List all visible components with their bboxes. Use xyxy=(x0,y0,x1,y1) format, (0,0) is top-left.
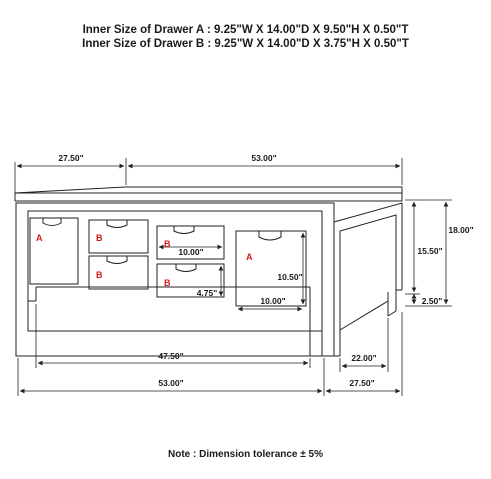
dimension-lines xyxy=(14,158,452,396)
dim-bottom-depth: 27.50" xyxy=(349,378,374,388)
drawer-b-3 xyxy=(156,225,225,260)
table-drawing xyxy=(14,186,403,357)
side-panel xyxy=(333,202,403,290)
tolerance-note: Note : Dimension tolerance ± 5% xyxy=(168,449,323,460)
label-drawer-b-1: B xyxy=(96,233,103,243)
drawer-b-size-text: Inner Size of Drawer B : 9.25"W X 14.00"… xyxy=(82,38,409,50)
dim-drawer-b-height: 4.75" xyxy=(197,288,218,298)
label-drawer-b-3: B xyxy=(164,239,171,249)
drawer-b-1 xyxy=(88,219,149,254)
table-top xyxy=(14,186,403,201)
dim-leg-height: 2.50" xyxy=(422,296,443,306)
drawer-a-size-text: Inner Size of Drawer A : 9.25"W X 14.00"… xyxy=(82,24,409,36)
dim-top-left: 27.50" xyxy=(58,153,83,163)
front-face xyxy=(15,202,335,357)
dim-drawer-a-width: 10.00" xyxy=(260,296,285,306)
dim-bottom-length: 53.00" xyxy=(158,378,183,388)
label-drawer-b-2: B xyxy=(96,270,103,280)
drawer-a-right xyxy=(235,230,307,307)
label-drawer-a-right: A xyxy=(246,252,253,262)
dim-overall-height: 18.00" xyxy=(448,225,473,235)
dim-drawer-a-height: 10.50" xyxy=(277,272,302,282)
dim-body-height: 15.50" xyxy=(417,246,442,256)
dim-inner-length: 47.50" xyxy=(158,351,183,361)
drawer-a-left xyxy=(29,217,79,285)
drawer-b-2 xyxy=(88,255,149,290)
dim-top-main: 53.00" xyxy=(251,153,276,163)
label-drawer-b-4: B xyxy=(164,278,171,288)
drawer-b-4 xyxy=(156,263,225,298)
dim-side-inner: 22.00" xyxy=(351,353,376,363)
dim-drawer-b-width: 10.00" xyxy=(178,247,203,257)
label-drawer-a-left: A xyxy=(36,233,43,243)
